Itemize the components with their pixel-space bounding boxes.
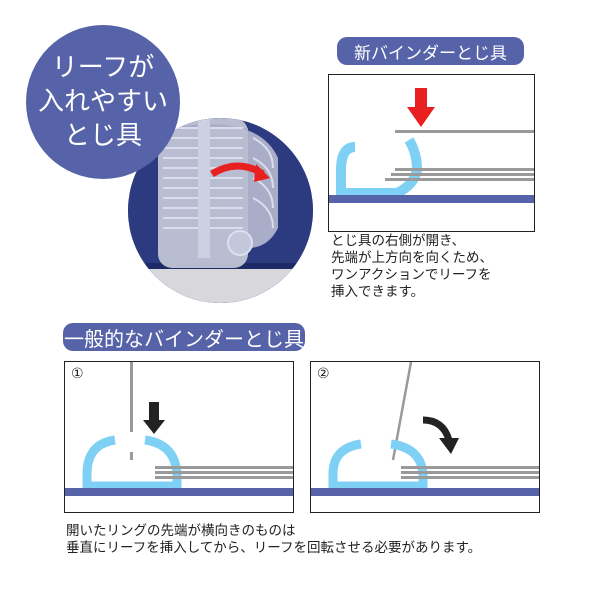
product-photo [128,118,313,303]
step-1-number: ① [71,366,84,382]
callout-line-2: 入れやすい [37,87,168,117]
new-binder-diagram [328,74,535,232]
down-arrow-icon [407,88,435,127]
callout-badge: リーフが 入れやすい とじ具 [26,25,180,179]
callout-line-1: リーフが [51,53,155,83]
general-binder-description: 開いたリングの先端が横向きのものは 垂直にリーフを挿入してから、リーフを回転させ… [66,523,482,556]
ring-open-up [336,137,423,198]
step-2-number: ② [317,366,330,382]
rotate-arrow-icon [422,416,453,442]
general-binder-label: 一般的なバインダーとじ具 [63,323,305,351]
new-binder-label: 新バインダーとじ具 [337,37,524,65]
down-arrow-icon [143,402,165,434]
step-2-diagram: ② [310,361,540,513]
callout-line-3: とじ具 [63,121,142,151]
step-1-diagram: ① [64,361,294,513]
new-binder-description: とじ具の右側が開き、 先端が上方向を向くため、 ワンアクションでリーフを 挿入で… [331,233,493,300]
